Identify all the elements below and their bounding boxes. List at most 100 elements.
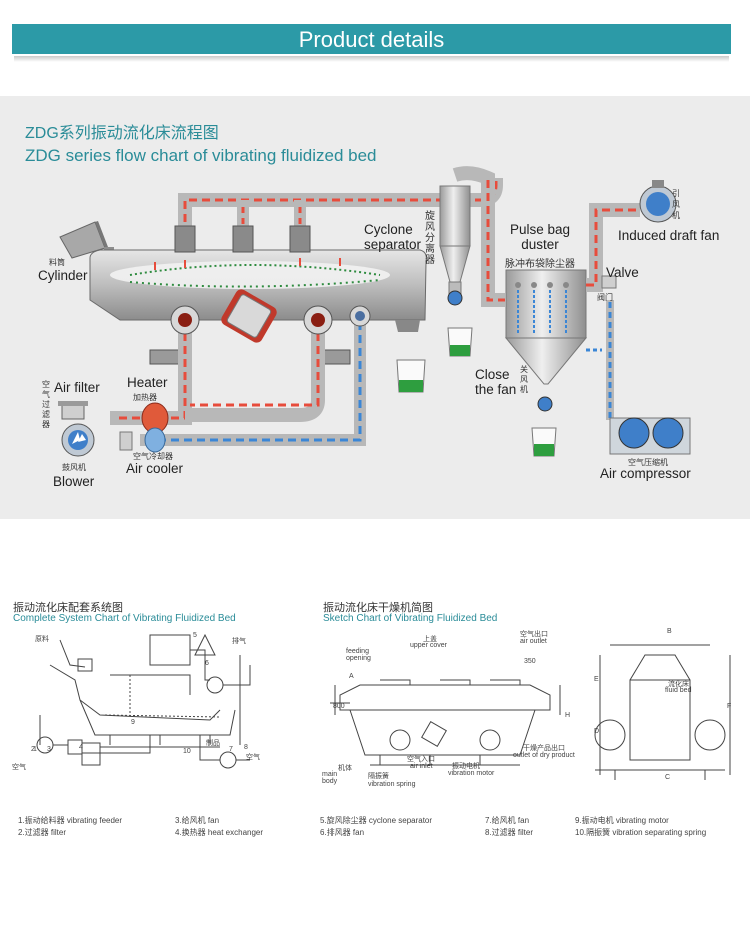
spring-label-cn: 隔振簧 bbox=[368, 773, 389, 780]
air-filter bbox=[58, 401, 88, 420]
air-filter-label-en: Air filter bbox=[54, 380, 100, 395]
flow-chart-title-en: ZDG series flow chart of vibrating fluid… bbox=[25, 146, 377, 165]
valve-label-cn: 阀门 bbox=[597, 293, 613, 302]
air-cooler-label-cn: 空气冷却器 bbox=[133, 452, 173, 461]
dim-b: B bbox=[667, 628, 672, 635]
valve-label-en: Valve bbox=[606, 265, 639, 280]
pulse-duster-label-en: Pulse bag duster bbox=[510, 222, 571, 252]
air-pipes bbox=[110, 320, 366, 446]
legend-item-4: 4.换热器 heat exchanger bbox=[175, 828, 264, 837]
raw-material-label: 原料 bbox=[35, 636, 49, 643]
exhaust-pipe bbox=[178, 166, 505, 307]
bed-ports bbox=[170, 305, 371, 335]
air-label-2: 空气 bbox=[246, 754, 260, 761]
heater-label-en: Heater bbox=[127, 375, 168, 390]
item-3-number: 3 bbox=[47, 746, 51, 753]
legend-item-8: 8.过滤器 filter bbox=[485, 828, 534, 837]
air-label-1: 空气 bbox=[12, 764, 26, 771]
upper-cover-label-cn: 上盖 bbox=[423, 636, 437, 643]
dim-f: F bbox=[727, 703, 732, 710]
item-7-number: 7 bbox=[229, 746, 233, 753]
spring-label-en: vibration spring bbox=[368, 781, 416, 788]
sketch-chart-title-en: Sketch Chart of Vibrating Fluidized Bed bbox=[323, 613, 498, 624]
legend-item-7: 7.给风机 fan bbox=[485, 816, 530, 825]
air-cooler bbox=[119, 427, 166, 453]
legend-item-10: 10.隔振簧 vibration separating spring bbox=[575, 828, 707, 837]
item-8-number: 8 bbox=[244, 744, 248, 751]
motor-label-cn: 振动电机 bbox=[452, 763, 480, 770]
air-outlet-label-cn: 空气出口 bbox=[520, 631, 548, 638]
sketch-side-drawing bbox=[594, 644, 731, 780]
item-10-number: 10 bbox=[183, 748, 191, 755]
banner-shadow bbox=[14, 56, 729, 62]
air-cooler-label-en: Air cooler bbox=[126, 461, 184, 476]
dim-e: E bbox=[594, 676, 599, 683]
legend-item-3: 3.给风机 fan bbox=[175, 816, 220, 825]
feeding-opening-label: feeding opening bbox=[346, 648, 371, 662]
fluid-bed-label-cn: 流化床 bbox=[668, 681, 689, 688]
item-4-number: 4 bbox=[79, 744, 83, 751]
feed-cylinder-label-cn: 料筒 bbox=[49, 258, 65, 267]
legend-item-9: 9.振动电机 vibrating motor bbox=[575, 816, 669, 825]
dry-product-label-cn: 干燥产品出口 bbox=[523, 745, 565, 752]
dry-product-label-en: outlet of dry product bbox=[513, 752, 575, 759]
item-2-number: 2 bbox=[31, 746, 35, 753]
draft-pipe bbox=[586, 203, 640, 420]
dim-a: A bbox=[349, 673, 354, 680]
air-compressor bbox=[609, 417, 691, 455]
close-fan-label-cn: 关风机 bbox=[520, 365, 528, 394]
dim-h: H bbox=[565, 712, 571, 719]
air-filter-label-cn: 空气过滤器 bbox=[42, 380, 50, 429]
air-inlet-label-cn: 空气入口 bbox=[407, 756, 435, 763]
sketch-chart-title-cn: 振动流化床干燥机简图 bbox=[323, 602, 433, 614]
complete-system-drawing bbox=[36, 633, 251, 769]
vibration-motor bbox=[221, 289, 277, 343]
complete-chart-title-cn: 振动流化床配套系统图 bbox=[13, 602, 123, 614]
sketch-drawing bbox=[330, 679, 561, 766]
induced-draft-fan bbox=[639, 180, 677, 223]
legend-item-1: 1.振动给料器 vibrating feeder bbox=[18, 816, 123, 825]
fluid-bed-label-en: fluid bed bbox=[665, 687, 692, 694]
cyclone-separator bbox=[439, 185, 473, 357]
flow-chart-title-cn: ZDG系列振动流化床流程图 bbox=[25, 125, 219, 142]
pulse-duster-label-cn: 脉冲布袋除尘器 bbox=[505, 259, 575, 270]
product-label: 制品 bbox=[206, 740, 220, 747]
air-inlet-label-en: air inlet bbox=[410, 763, 433, 770]
motor-label-en: vibration motor bbox=[448, 770, 495, 777]
compressor-label-cn: 空气压缩机 bbox=[628, 458, 668, 467]
cylinder-label: Cylinder bbox=[38, 268, 88, 283]
air-outlet-label-en: air outlet bbox=[520, 638, 547, 645]
valve bbox=[601, 275, 617, 289]
item-6-number: 6 bbox=[205, 660, 209, 667]
pulse-bag-duster bbox=[504, 269, 588, 457]
dim-d: D bbox=[594, 728, 600, 735]
legend-item-6: 6.排风器 fan bbox=[320, 828, 365, 837]
draft-fan-label-en: Induced draft fan bbox=[618, 228, 720, 243]
cyclone-label-en: Cyclone separator bbox=[364, 222, 422, 252]
heater-label-cn: 加热器 bbox=[133, 393, 157, 402]
blower-label-cn: 鼓风机 bbox=[62, 463, 86, 472]
dim-800: 800 bbox=[333, 703, 345, 710]
fluid-bed-body bbox=[89, 225, 427, 365]
blower bbox=[61, 423, 95, 457]
legend-item-2: 2.过滤器 filter bbox=[18, 828, 67, 837]
close-fan-label-en: Close the fan bbox=[475, 367, 517, 397]
legend-item-5: 5.旋风除尘器 cyclone separator bbox=[320, 816, 433, 825]
dim-c: C bbox=[665, 774, 671, 781]
cyclone-label-cn: 旋风分离器 bbox=[425, 211, 435, 266]
product-details-banner: Product details bbox=[12, 24, 731, 54]
blower-label-en: Blower bbox=[53, 474, 95, 489]
item-1-number: 1 bbox=[33, 746, 37, 753]
flow-chart-diagram bbox=[58, 166, 691, 457]
compressor-label-en: Air compressor bbox=[600, 466, 691, 481]
item-9-number: 9 bbox=[131, 719, 135, 726]
exhaust-label: 排气 bbox=[232, 638, 246, 645]
complete-chart-title-en: Complete System Chart of Vibrating Fluid… bbox=[13, 613, 236, 624]
upper-cover-label-en: upper cover bbox=[410, 642, 447, 649]
main-body-label-en: main body bbox=[322, 771, 338, 785]
main-body-label-cn: 机体 bbox=[338, 765, 352, 772]
product-bucket-1 bbox=[396, 359, 426, 393]
dim-350: 350 bbox=[524, 658, 536, 665]
draft-fan-label-cn: 引风机 bbox=[672, 189, 680, 220]
item-5-number: 5 bbox=[193, 632, 197, 639]
